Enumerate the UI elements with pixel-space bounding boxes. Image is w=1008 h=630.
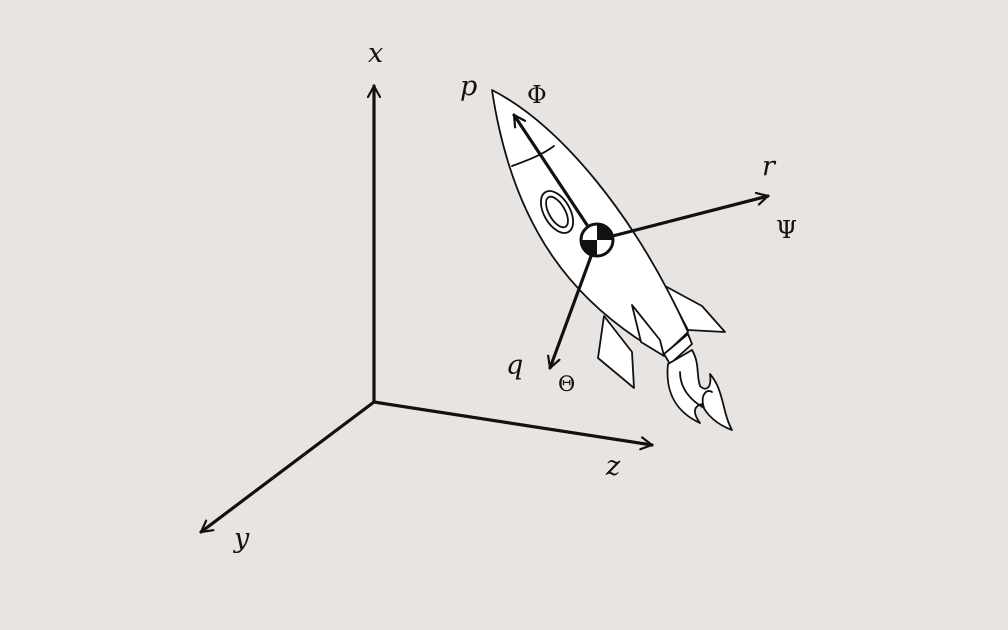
r-axis-label: r [762, 151, 777, 182]
window-inner [545, 195, 569, 229]
center-of-gravity-icon [579, 222, 615, 258]
r-axis-line [595, 196, 770, 242]
body-frame [512, 113, 770, 370]
window-icon [540, 190, 574, 234]
rocket-left-fin [597, 315, 635, 389]
pitch-angle-label: Θ [558, 372, 575, 396]
z-axis-label: z [605, 451, 621, 482]
q-axis-line [550, 238, 599, 370]
flame-inner [679, 371, 713, 409]
z-axis-line [372, 400, 654, 445]
y-axis-line [199, 400, 376, 534]
x-axis-label: x [368, 38, 383, 69]
inertial-frame [199, 84, 654, 534]
flame-icon [666, 349, 733, 431]
p-axis-line [512, 113, 599, 242]
yaw-angle-label: Ψ [776, 216, 797, 244]
rocket-nose-line [511, 145, 555, 167]
y-axis-label: y [233, 523, 250, 554]
p-axis-label: p [460, 71, 477, 102]
rocket-icon [491, 89, 733, 431]
rocket-nozzle [663, 333, 693, 365]
rocket-inner-fin [631, 304, 665, 357]
roll-angle-label: Φ [527, 81, 547, 109]
q-axis-label: q [506, 350, 523, 381]
